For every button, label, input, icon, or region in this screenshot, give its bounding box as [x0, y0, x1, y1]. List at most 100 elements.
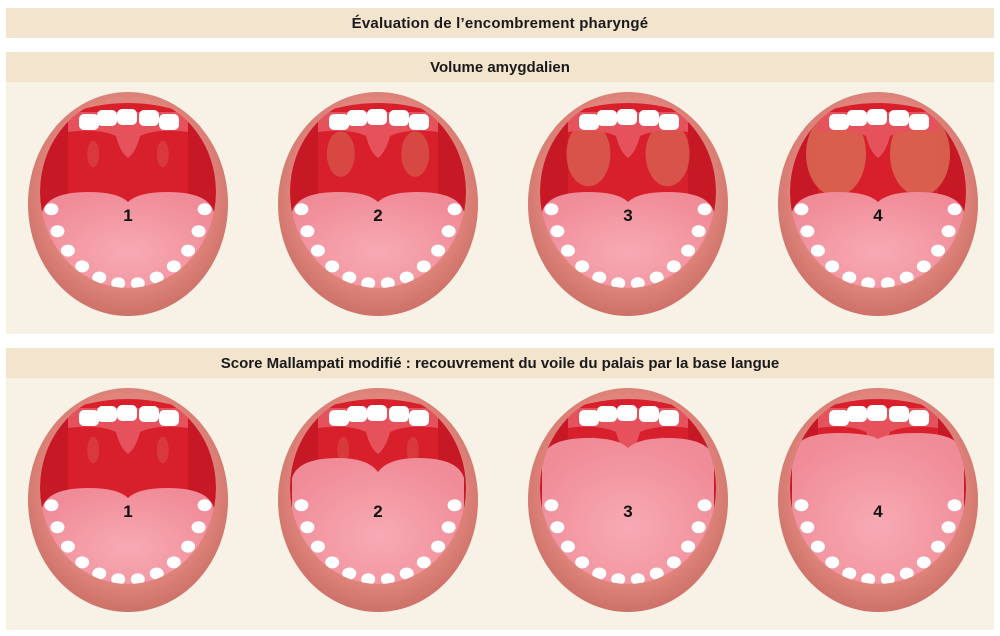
tooth	[399, 271, 414, 284]
tooth	[367, 405, 387, 421]
tooth	[191, 521, 206, 534]
tooth	[380, 277, 395, 288]
tooth	[579, 410, 599, 426]
tooth	[560, 540, 575, 553]
tooth	[44, 203, 59, 216]
section-heading: Score Mallampati modifié : recouvrement …	[6, 348, 994, 378]
tooth	[810, 244, 825, 257]
tooth	[139, 110, 159, 126]
panel-tonsil-volume: Volume amygdalien	[6, 52, 994, 334]
grade-label: 3	[623, 206, 633, 225]
mouth-illustration: 2	[278, 388, 478, 626]
tooth	[97, 406, 117, 422]
tooth	[342, 271, 357, 284]
tooth	[79, 410, 99, 426]
tooth	[97, 110, 117, 126]
tooth	[681, 540, 696, 553]
mouth-illustration: 1	[28, 388, 228, 626]
tooth	[697, 203, 712, 216]
tooth	[75, 556, 90, 569]
tooth	[659, 410, 679, 426]
tonsil	[156, 140, 169, 168]
tooth	[117, 109, 137, 125]
tooth	[60, 244, 75, 257]
tooth	[50, 521, 65, 534]
tooth	[139, 406, 159, 422]
grade-label: 2	[373, 502, 383, 521]
tooth	[550, 225, 565, 238]
tooth	[111, 277, 126, 288]
tooth	[300, 225, 315, 238]
panel-mallampati-score: Score Mallampati modifié : recouvrement …	[6, 348, 994, 630]
tonsil	[890, 112, 950, 196]
mouth-illustration: 3	[528, 388, 728, 626]
tooth	[617, 109, 637, 125]
tonsil	[806, 112, 866, 196]
tooth	[399, 567, 414, 580]
tooth	[825, 260, 840, 273]
grade-label: 2	[373, 206, 383, 225]
tooth	[630, 277, 645, 288]
tonsil	[326, 131, 355, 177]
tooth	[447, 499, 462, 512]
tooth	[325, 556, 340, 569]
tooth	[617, 405, 637, 421]
tooth	[294, 203, 309, 216]
tooth	[931, 244, 946, 257]
tooth	[416, 556, 431, 569]
tooth	[597, 406, 617, 422]
tooth	[847, 110, 867, 126]
tooth	[829, 410, 849, 426]
tooth	[310, 244, 325, 257]
tooth	[666, 556, 681, 569]
tooth	[361, 277, 376, 288]
tooth	[166, 260, 181, 273]
tongue	[292, 458, 464, 584]
tooth	[416, 260, 431, 273]
tooth	[111, 573, 126, 584]
mouth-illustration: 1	[28, 92, 228, 330]
tooth	[800, 225, 815, 238]
tooth	[867, 405, 887, 421]
page-title: Évaluation de l’encombrement pharyngé	[6, 8, 994, 38]
tooth	[409, 410, 429, 426]
grade-label: 1	[123, 206, 133, 225]
grade-label: 3	[623, 502, 633, 521]
tooth	[181, 540, 196, 553]
tooth	[191, 225, 206, 238]
tooth	[947, 203, 962, 216]
tooth	[909, 410, 929, 426]
tongue	[792, 433, 964, 584]
mouth-illustration: 4	[778, 92, 978, 330]
tooth	[544, 203, 559, 216]
tonsil	[156, 436, 169, 464]
tooth	[166, 556, 181, 569]
tooth	[630, 573, 645, 584]
tooth	[810, 540, 825, 553]
tooth	[592, 567, 607, 580]
tooth	[825, 556, 840, 569]
tooth	[842, 567, 857, 580]
tooth	[50, 225, 65, 238]
tooth	[639, 406, 659, 422]
tonsil	[337, 436, 350, 464]
mouth-illustration: 4	[778, 388, 978, 626]
tooth	[575, 260, 590, 273]
mouth-illustration: 2	[278, 92, 478, 330]
tooth	[117, 405, 137, 421]
grade-label: 1	[123, 502, 133, 521]
tooth	[611, 573, 626, 584]
tooth	[92, 567, 107, 580]
tonsil	[87, 140, 100, 168]
tooth	[592, 271, 607, 284]
tooth	[861, 573, 876, 584]
tooth	[441, 225, 456, 238]
tooth	[149, 271, 164, 284]
tooth	[367, 109, 387, 125]
tooth	[666, 260, 681, 273]
tooth	[310, 540, 325, 553]
tooth	[941, 521, 956, 534]
tonsil	[645, 121, 690, 187]
tooth	[300, 521, 315, 534]
tooth	[197, 499, 212, 512]
